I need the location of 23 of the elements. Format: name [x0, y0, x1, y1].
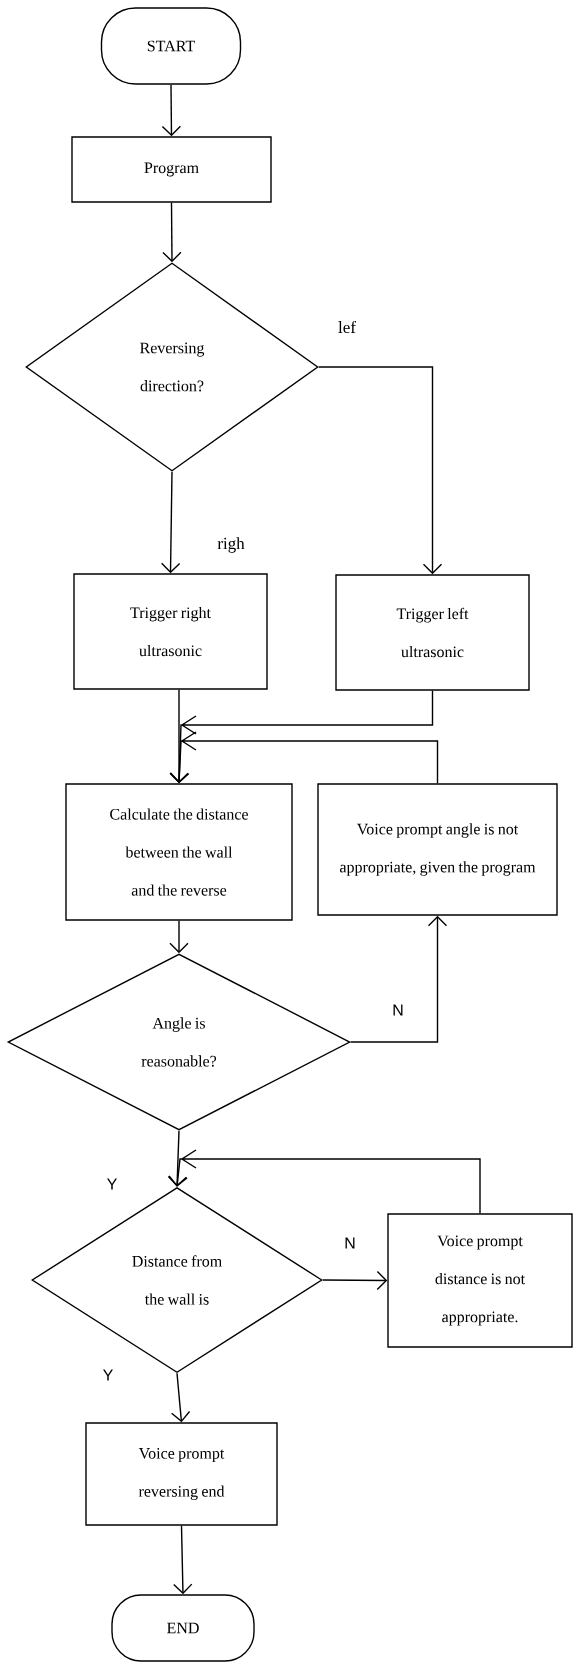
arrow — [169, 920, 189, 954]
arrow — [169, 731, 439, 784]
process-box: Voice prompt reversing end — [85, 1422, 278, 1526]
arrow — [168, 1149, 481, 1214]
arrow — [170, 1372, 191, 1423]
arrow — [160, 471, 181, 574]
arrow — [350, 915, 448, 1043]
process-box: Calculate the distance between the wall and the reverse — [65, 783, 293, 921]
edge-label: N — [343, 1236, 357, 1250]
arrow — [161, 84, 182, 137]
edge-label: righ — [216, 536, 246, 554]
arrow — [162, 202, 182, 263]
arrow — [167, 1130, 188, 1187]
process-box: Voice prompt angle is not appropriate, given the program — [317, 783, 558, 916]
process-box: Trigger right ultrasonic — [73, 573, 268, 690]
process-box: Program — [71, 136, 272, 203]
edge-label: lef — [337, 319, 357, 335]
process-box: Voice prompt distance is not appropriate. — [387, 1213, 573, 1348]
process-box: Trigger left ultrasonic — [335, 574, 530, 691]
arrow — [318, 366, 443, 575]
edge-label: N — [391, 1003, 405, 1017]
arrow — [322, 1270, 388, 1291]
arrow — [173, 1525, 193, 1595]
